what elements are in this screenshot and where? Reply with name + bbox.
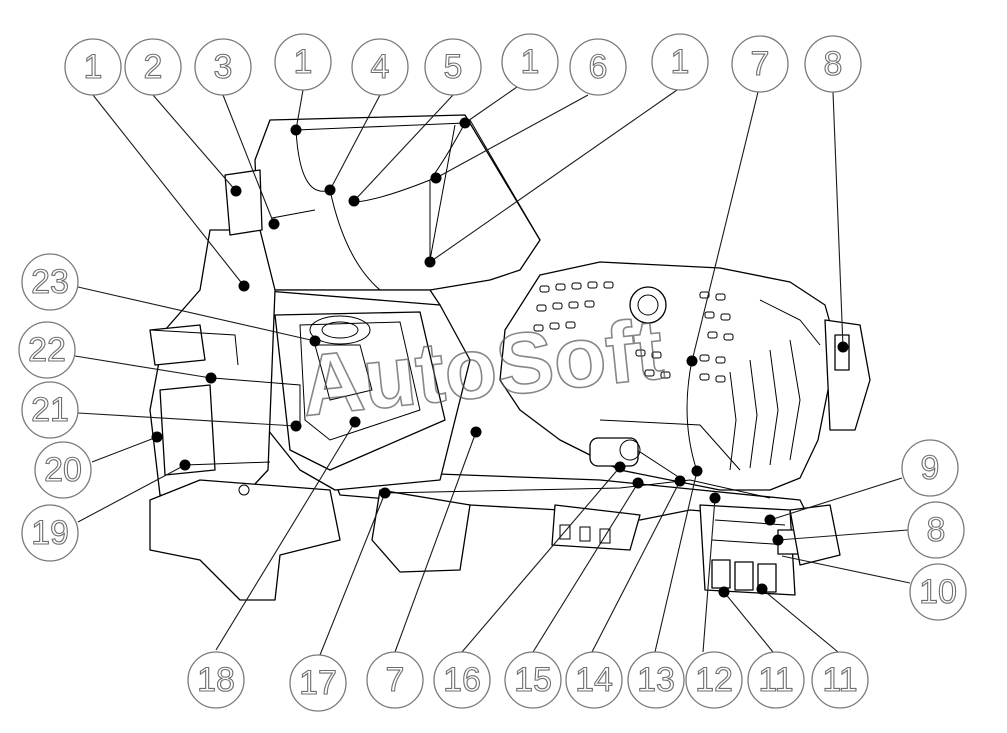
- callout-label: 19: [31, 514, 69, 552]
- callout-label: 14: [575, 661, 613, 699]
- callout: 8: [804, 35, 862, 93]
- callout-label: 23: [31, 263, 69, 301]
- callout: 21: [21, 381, 79, 439]
- connection-point: [309, 335, 321, 347]
- callout-label: 18: [197, 661, 235, 699]
- callout-label: 13: [637, 661, 675, 699]
- callout-label: 11: [822, 661, 857, 699]
- callout: 13: [627, 651, 685, 709]
- callout: 8: [907, 501, 965, 559]
- callout: 4: [351, 38, 409, 96]
- callout: 15: [504, 651, 562, 709]
- callout-label: 8: [824, 45, 843, 83]
- connection-point: [230, 185, 242, 197]
- connection-point: [205, 372, 217, 384]
- connection-point: [268, 218, 280, 230]
- leader-lines: [74, 79, 911, 656]
- connection-point: [349, 416, 361, 428]
- cab-canopy: [254, 114, 541, 291]
- callout: 22: [18, 321, 76, 379]
- connection-point: [718, 586, 730, 598]
- callout: 19: [21, 504, 79, 562]
- connection-point: [430, 172, 442, 184]
- front-step: [149, 479, 341, 601]
- connection-point: [324, 184, 336, 196]
- callout-label: 7: [751, 45, 770, 83]
- connection-point: [290, 124, 302, 136]
- callout-label: 20: [44, 451, 82, 489]
- callout: 11: [747, 651, 805, 709]
- callout-label: 1: [521, 43, 540, 81]
- callout-label: 12: [695, 661, 733, 699]
- callout: 11: [811, 651, 869, 709]
- callout: 6: [569, 38, 627, 96]
- connection-point: [459, 117, 471, 129]
- connection-point: [632, 477, 644, 489]
- callout: 17: [289, 654, 347, 712]
- callout-label: 21: [31, 391, 69, 429]
- callout: 10: [909, 563, 967, 621]
- callout: 7: [366, 651, 424, 709]
- callout: 20: [34, 441, 92, 499]
- connection-point: [772, 534, 784, 546]
- callout: 5: [424, 38, 482, 96]
- callouts: 1 2 3 1 4 5 1 6 1 7 8 23 22 21 20 19 9 8…: [18, 33, 967, 712]
- connection-point: [424, 256, 436, 268]
- connection-points: [151, 117, 849, 598]
- connection-point: [151, 431, 163, 443]
- connection-point: [614, 461, 626, 473]
- callout-label: 8: [927, 511, 946, 549]
- callout: 23: [21, 253, 79, 311]
- callout-label: 22: [28, 331, 66, 369]
- connection-point: [674, 475, 686, 487]
- callout: 1: [274, 33, 332, 91]
- callout-label: 10: [919, 573, 957, 611]
- connection-point: [179, 459, 191, 471]
- connection-point: [756, 583, 768, 595]
- callout: 1: [64, 38, 122, 96]
- connection-point: [379, 487, 391, 499]
- callout-label: 9: [921, 449, 940, 487]
- connection-point: [764, 514, 776, 526]
- callout-label: 1: [84, 48, 103, 86]
- callout-label: 2: [144, 48, 163, 86]
- hood-vent-slots: [533, 281, 734, 383]
- callout-label: 7: [386, 661, 405, 699]
- callout: 2: [124, 38, 182, 96]
- callout-label: 6: [589, 48, 608, 86]
- callout-label: 16: [443, 661, 481, 699]
- connection-point: [686, 355, 698, 367]
- callout-label: 1: [294, 43, 313, 81]
- callout-label: 5: [444, 48, 463, 86]
- connection-point: [470, 426, 482, 438]
- callout-label: 4: [371, 48, 390, 86]
- callout: 18: [187, 651, 245, 709]
- callout-label: 1: [671, 43, 690, 81]
- callout: 9: [901, 439, 959, 497]
- connection-point: [290, 420, 302, 432]
- callout-label: 3: [214, 48, 233, 86]
- fuel-cap: [629, 286, 667, 324]
- callout: 3: [194, 38, 252, 96]
- connection-point: [691, 465, 703, 477]
- callout: 1: [501, 33, 559, 91]
- callout: 12: [685, 651, 743, 709]
- callout-label: 17: [299, 664, 337, 702]
- callout: 7: [731, 35, 789, 93]
- connection-point: [348, 195, 360, 207]
- callout: 14: [565, 651, 623, 709]
- connection-point: [709, 492, 721, 504]
- callout: 1: [651, 33, 709, 91]
- connection-point: [238, 280, 250, 292]
- callout-label: 11: [758, 661, 793, 699]
- callout-label: 15: [514, 661, 552, 699]
- callout: 16: [433, 651, 491, 709]
- connection-point: [837, 341, 849, 353]
